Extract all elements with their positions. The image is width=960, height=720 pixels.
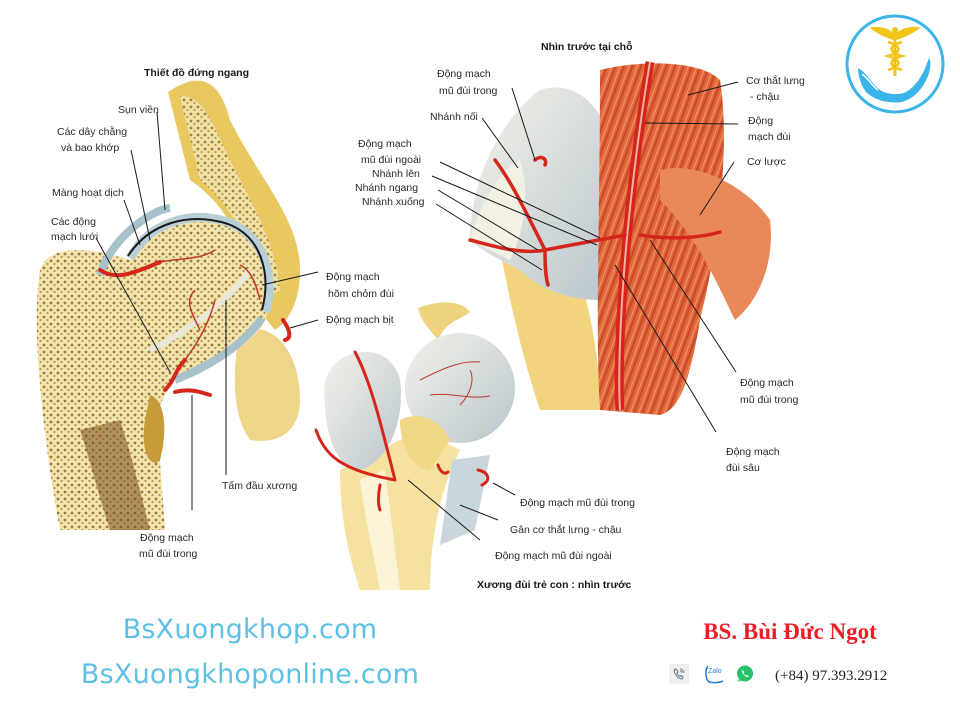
- label-dm-mu-dui-trong-2: mũ đùi trong: [139, 548, 198, 560]
- label-day-chang-1: Các dây chằng: [57, 126, 128, 138]
- label-co-luoc: Cơ lược: [747, 156, 786, 168]
- label-dm-mu-dui-trong-top-1: Động mạch: [437, 68, 491, 80]
- label-sun-vien: Sụn viền: [118, 104, 159, 116]
- phone-number[interactable]: (+84) 97.393.2912: [775, 668, 888, 684]
- label-dm-dui-1: Động: [748, 115, 774, 127]
- label-tam-dau-xuong: Tấm đầu xương: [222, 480, 298, 492]
- website-link-1[interactable]: BsXuongkhop.com: [122, 614, 378, 645]
- anterior-view-title: Nhìn trước tại chỗ: [541, 41, 633, 53]
- label-dm-mu-dui-trong-bottom-2: mũ đùi trong: [740, 394, 799, 406]
- label-dm-luoi-1: Các động: [51, 216, 96, 228]
- label-dm-mu-dui-ngoai-2: mũ đùi ngoài: [361, 154, 422, 166]
- zalo-glyph-icon: [705, 665, 724, 684]
- child-femur-title: Xương đùi trẻ con : nhìn trước: [477, 579, 632, 591]
- website-link-2[interactable]: BsXuongkhoponline.com: [80, 659, 420, 690]
- label-dm-mu-dui-trong-1: Động mạch: [140, 532, 194, 544]
- label-child-dm-mu-dui-trong: Động mạch mũ đùi trong: [520, 497, 635, 509]
- label-dm-mu-dui-ngoai-1: Động mạch: [358, 138, 412, 150]
- label-dm-hom-chom-2: hõm chỏm đùi: [328, 288, 394, 300]
- label-dm-hom-chom-1: Động mạch: [326, 271, 380, 283]
- label-dm-dui-sau-1: Động mạch: [726, 446, 780, 458]
- label-dm-dui-2: mạch đùi: [748, 131, 791, 143]
- zalo-icon[interactable]: Zalo: [703, 664, 724, 684]
- label-child-gan-co: Gân cơ thắt lưng - chậu: [510, 524, 622, 536]
- label-nhanh-xuong: Nhánh xuống: [362, 196, 425, 208]
- doctor-name: BS. Bùi Đức Ngọt: [703, 619, 877, 644]
- coronal-section-title: Thiết đồ đứng ngang: [144, 67, 249, 79]
- whatsapp-icon[interactable]: [735, 664, 755, 684]
- label-dm-luoi-2: mạch lưới: [51, 231, 99, 243]
- label-nhanh-ngang: Nhánh ngang: [355, 182, 419, 194]
- label-day-chang-2: và bao khớp: [61, 142, 120, 154]
- label-nhanh-noi: Nhánh nối: [430, 111, 478, 123]
- zalo-text: Zalo: [708, 668, 722, 675]
- leader-lines: [95, 81, 739, 541]
- child-femur-figure: [314, 302, 515, 590]
- label-dm-bit: Động mạch bịt: [326, 314, 394, 326]
- label-child-dm-mu-dui-ngoai: Động mạch mũ đùi ngoài: [495, 550, 612, 562]
- coronal-section-figure: [36, 80, 300, 531]
- label-nhanh-len: Nhánh lên: [372, 168, 420, 180]
- label-mang-hoat-dich: Màng hoạt dịch: [52, 187, 124, 199]
- label-co-that-lung-2: - chậu: [750, 91, 780, 103]
- label-dm-mu-dui-trong-bottom-1: Động mạch: [740, 377, 794, 389]
- label-dm-mu-dui-trong-top-2: mũ đùi trong: [439, 85, 498, 97]
- label-dm-dui-sau-2: đùi sâu: [726, 462, 760, 474]
- caduceus-hand-logo-icon: [845, 14, 945, 114]
- anterior-in-situ-figure: [468, 61, 771, 415]
- label-co-that-lung-1: Cơ thắt lưng: [746, 75, 805, 87]
- phone-icon[interactable]: [669, 664, 689, 684]
